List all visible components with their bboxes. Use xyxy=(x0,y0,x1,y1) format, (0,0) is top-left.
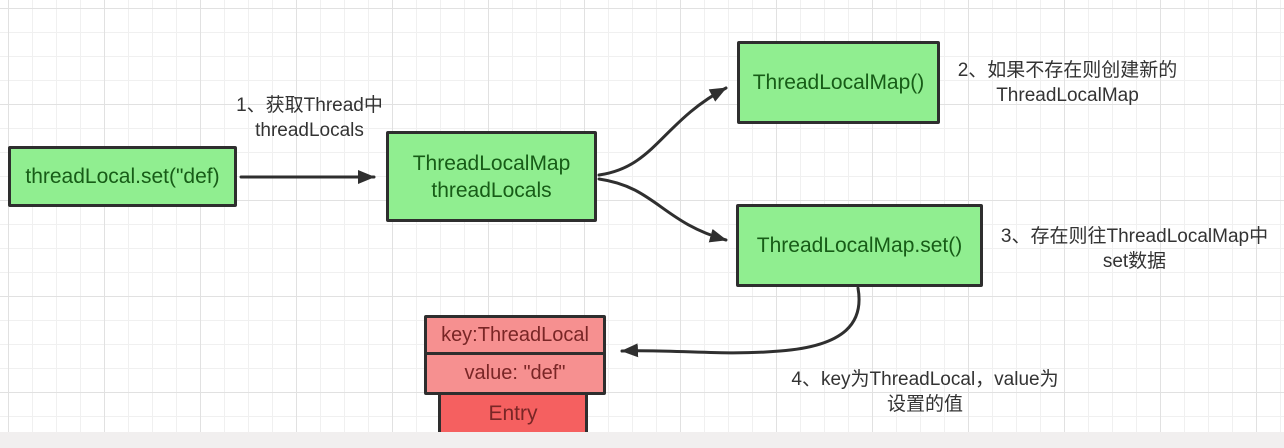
annotation-step2-line2: ThreadLocalMap xyxy=(996,85,1139,106)
annotation-step4-line2: 设置的值 xyxy=(886,394,963,415)
bottom-gray-strip xyxy=(0,432,1284,448)
node-threadlocalmap-set: ThreadLocalMap.set() xyxy=(736,204,983,287)
node-threadlocal-set-label: threadLocal.set("def) xyxy=(25,165,220,188)
annotation-step1: 1、获取Thread中 threadLocals xyxy=(222,93,397,143)
node-entry: Entry xyxy=(438,390,588,437)
annotation-step4: 4、key为ThreadLocal，value为 设置的值 xyxy=(770,367,1080,417)
entry-key-row: key:ThreadLocal xyxy=(427,318,603,355)
node-thread-threadlocals-line2: threadLocals xyxy=(431,178,552,202)
annotation-step1-line2: threadLocals xyxy=(255,120,364,141)
annotation-step2-line1: 2、如果不存在则创建新的 xyxy=(957,60,1178,81)
node-threadlocalmap-set-label: ThreadLocalMap.set() xyxy=(756,234,963,257)
arrow-mid-to-set xyxy=(597,177,728,243)
node-threadlocal-set: threadLocal.set("def) xyxy=(8,146,237,207)
annotation-step3-line1: 3、存在则往ThreadLocalMap中 xyxy=(1000,226,1269,247)
entry-key-label: key:ThreadLocal xyxy=(441,323,589,346)
node-threadlocalmap-constructor-label: ThreadLocalMap() xyxy=(752,71,925,94)
annotation-step3-line2: set数据 xyxy=(1102,251,1167,272)
arrow-set-to-entry xyxy=(620,286,861,358)
node-thread-threadlocals-line1: ThreadLocalMap xyxy=(412,151,571,175)
node-threadlocalmap-constructor: ThreadLocalMap() xyxy=(737,41,940,124)
node-entry-label: Entry xyxy=(488,401,538,425)
annotation-step2: 2、如果不存在则创建新的 ThreadLocalMap xyxy=(945,58,1190,108)
node-entry-keyvalue: key:ThreadLocal value: "def" xyxy=(424,315,606,395)
entry-value-row: value: "def" xyxy=(427,355,603,392)
node-thread-threadlocals: ThreadLocalMap threadLocals xyxy=(386,131,597,222)
annotation-step1-line1: 1、获取Thread中 xyxy=(236,95,383,116)
arrow-mid-to-top xyxy=(597,86,728,177)
annotation-step3: 3、存在则往ThreadLocalMap中 set数据 xyxy=(985,224,1284,274)
entry-value-label: value: "def" xyxy=(464,362,566,384)
annotation-step4-line1: 4、key为ThreadLocal，value为 xyxy=(791,369,1059,390)
